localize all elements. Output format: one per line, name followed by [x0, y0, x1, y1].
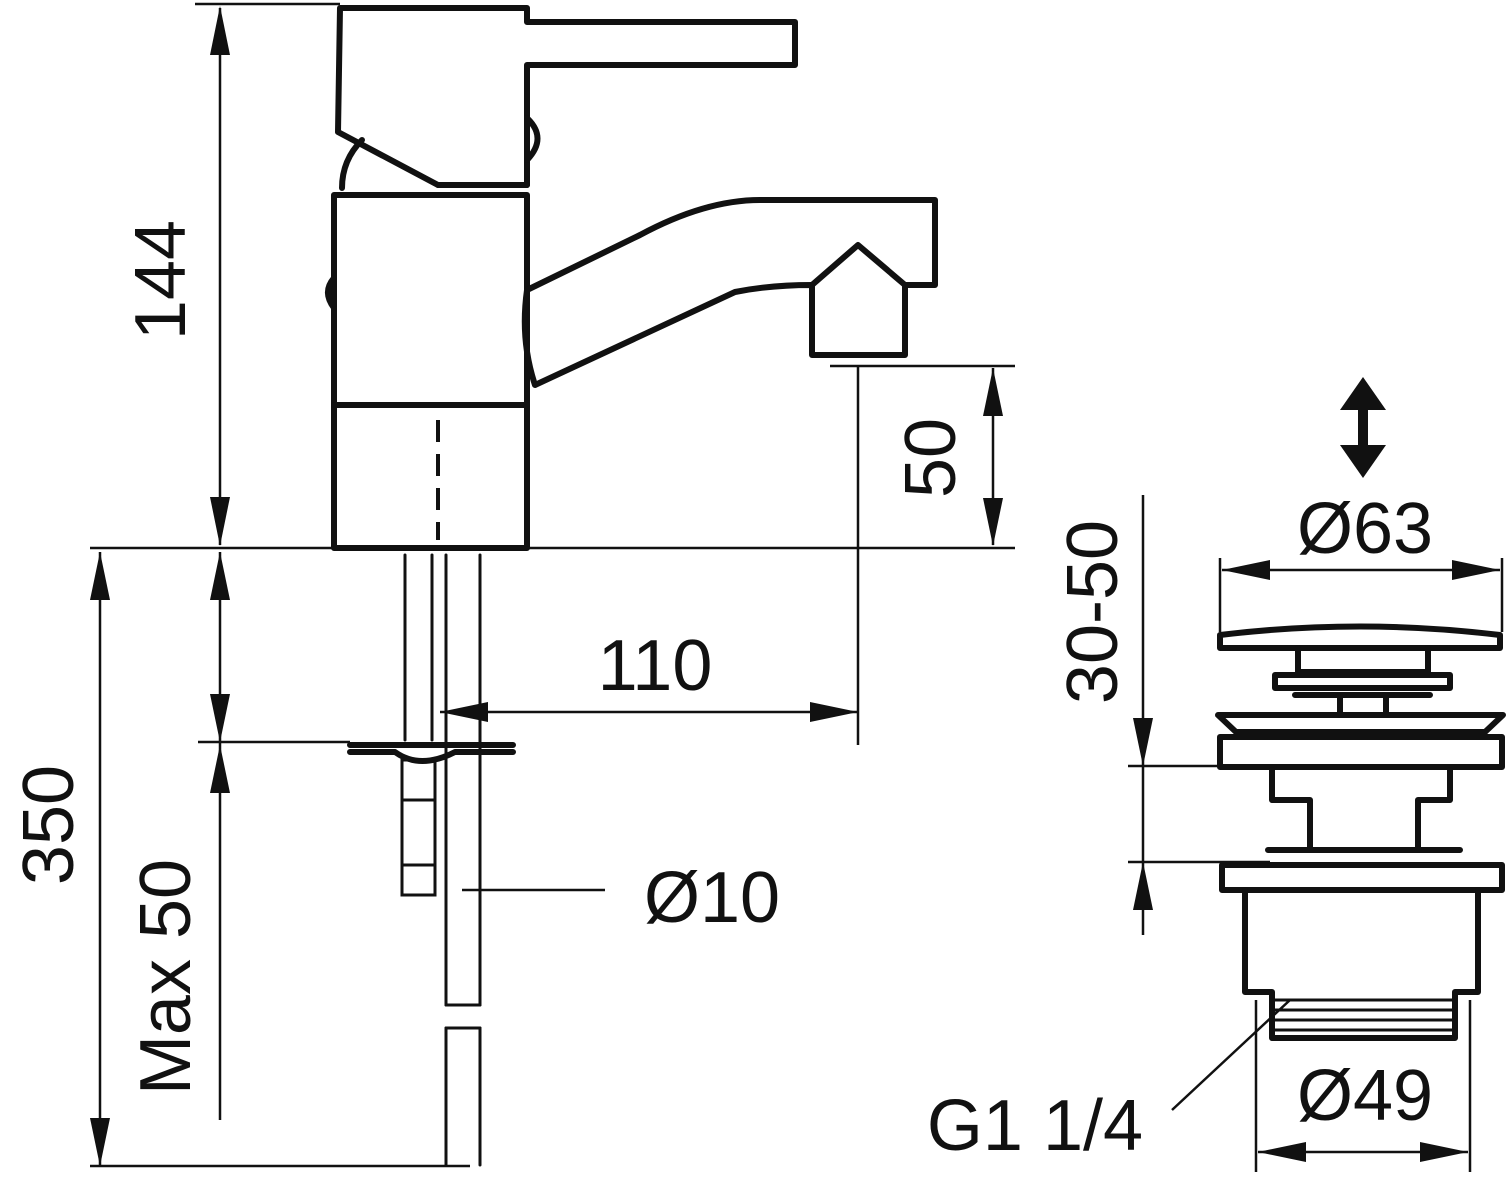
arrow — [1420, 1142, 1468, 1162]
faucet-outline — [325, 5, 938, 551]
thread-leader — [1171, 999, 1291, 1111]
waste-stem — [1272, 645, 1453, 715]
label-thread-g1-1-4: G1 1/4 — [927, 1086, 1143, 1166]
faucet-neck — [339, 137, 530, 191]
label-max-50: Max 50 — [126, 859, 206, 1095]
label-50: 50 — [891, 418, 971, 498]
label-diameter-63: Ø63 — [1297, 489, 1433, 569]
dimension-labels: 144 50 110 350 Max 50 Ø10 30-50 Ø63 Ø49 … — [9, 220, 1433, 1166]
faucet-lever — [335, 5, 798, 188]
arrow — [90, 552, 110, 600]
mounting-nut — [400, 758, 437, 897]
label-144: 144 — [121, 220, 201, 340]
arrow — [1133, 718, 1153, 766]
spout-aerator — [809, 242, 908, 288]
label-350: 350 — [9, 765, 89, 885]
waste-tail — [1242, 887, 1481, 1041]
waste-lock — [1219, 847, 1505, 893]
arrow — [210, 497, 230, 546]
waste-collar — [1217, 734, 1505, 770]
faucet-body — [331, 192, 530, 551]
double-arrow-vertical-icon — [1340, 377, 1386, 478]
faucet-spout — [521, 197, 938, 388]
arrow — [1133, 862, 1153, 910]
arrow — [1452, 560, 1500, 580]
label-110: 110 — [598, 626, 713, 706]
arrow — [440, 702, 488, 722]
label-diameter-49: Ø49 — [1297, 1056, 1433, 1136]
arrow — [210, 552, 230, 600]
dimension-lines — [90, 2, 1015, 1168]
arrow — [1258, 1142, 1306, 1162]
arrow — [1222, 560, 1270, 580]
arrow — [983, 498, 1003, 546]
arrow — [210, 6, 230, 55]
arrow — [210, 694, 230, 742]
popup-waste — [1128, 377, 1506, 1172]
label-30-50: 30-50 — [1053, 520, 1133, 704]
arrow — [90, 1118, 110, 1166]
body-side-knob — [325, 275, 337, 311]
waste-body — [1269, 767, 1453, 853]
arrow — [810, 702, 858, 722]
waste-cap — [1217, 623, 1503, 651]
mounting-hardware — [347, 553, 516, 1167]
arrow — [210, 745, 230, 793]
faucet-lever-knob — [524, 115, 541, 163]
waste-flange — [1215, 712, 1506, 735]
waste-thread — [1273, 998, 1454, 1032]
arrow — [983, 368, 1003, 416]
label-diameter-10: Ø10 — [644, 858, 780, 938]
